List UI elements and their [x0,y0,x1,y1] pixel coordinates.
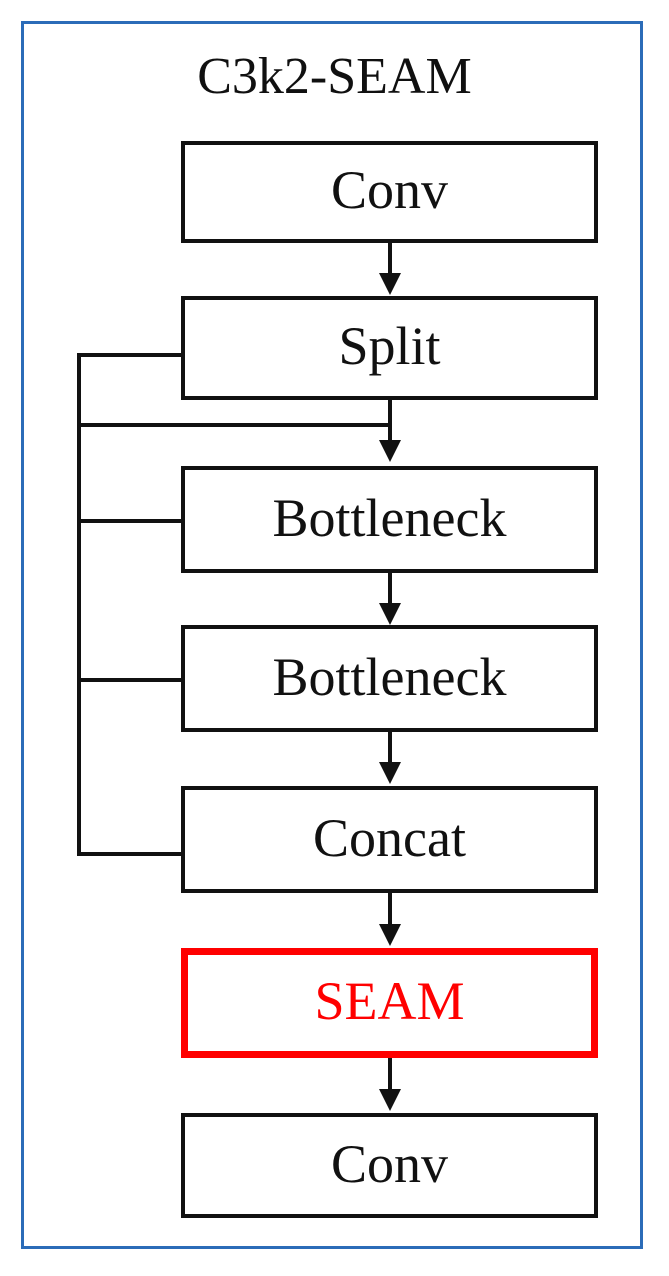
arrow-bottleneck-2-to-concat-stem [388,732,392,764]
node-conv-bottom[interactable]: Conv [181,1113,598,1218]
node-split-label: Split [338,316,441,376]
skip-bus-vertical [77,353,81,856]
diagram-title: C3k2-SEAM [197,48,472,105]
node-split[interactable]: Split [181,296,598,400]
arrow-bottleneck-2-to-concat-head [379,762,401,784]
skip-branch-bottleneck-1 [77,519,185,523]
arrow-bottleneck-1-to-bottleneck-2-head [379,603,401,625]
node-seam-label: SEAM [314,971,465,1031]
node-bottleneck-1-label: Bottleneck [272,487,507,548]
arrow-split-to-bottleneck-1-head [379,440,401,462]
arrow-conv-top-to-split-head [379,273,401,295]
node-seam[interactable]: SEAM [181,948,598,1058]
node-conv-top-label: Conv [330,160,449,220]
arrow-concat-to-seam-stem [388,893,392,926]
arrow-bottleneck-1-to-bottleneck-2-stem [388,573,392,605]
arrow-concat-to-seam-head [379,924,401,946]
skip-branch-split-top [77,353,185,357]
node-concat[interactable]: Concat [181,786,598,893]
node-concat-label: Concat [313,807,466,868]
arrow-conv-top-to-split-stem [388,243,392,275]
skip-branch-bottleneck-2 [77,678,185,682]
node-bottleneck-1[interactable]: Bottleneck [181,466,598,573]
node-conv-bottom-label: Conv [330,1133,449,1194]
node-bottleneck-2[interactable]: Bottleneck [181,625,598,732]
arrow-split-to-bottleneck-1-stem [388,400,392,442]
node-conv-top[interactable]: Conv [181,141,598,243]
arrow-seam-to-conv-bottom-head [379,1089,401,1111]
arrow-seam-to-conv-bottom-stem [388,1058,392,1091]
skip-branch-concat [77,852,185,856]
node-bottleneck-2-label: Bottleneck [272,646,507,707]
skip-branch-split-bottom [77,423,391,427]
